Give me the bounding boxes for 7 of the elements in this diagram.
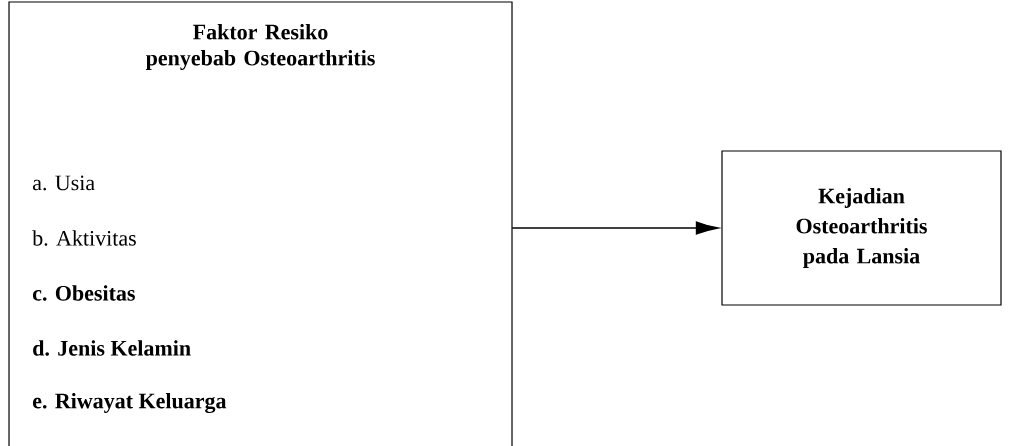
outcome-box: Kejadian Osteoarthritis pada Lansia (721, 150, 1002, 306)
list-item: c. Obesitas (32, 285, 135, 301)
list-item: b. Aktivitas (32, 230, 136, 246)
list-item: a. Usia (33, 175, 95, 191)
arrow (511, 221, 719, 235)
list-item: e. Riwayat Keluarga (32, 392, 227, 414)
list-item: d. Jenis Kelamin (33, 340, 191, 356)
